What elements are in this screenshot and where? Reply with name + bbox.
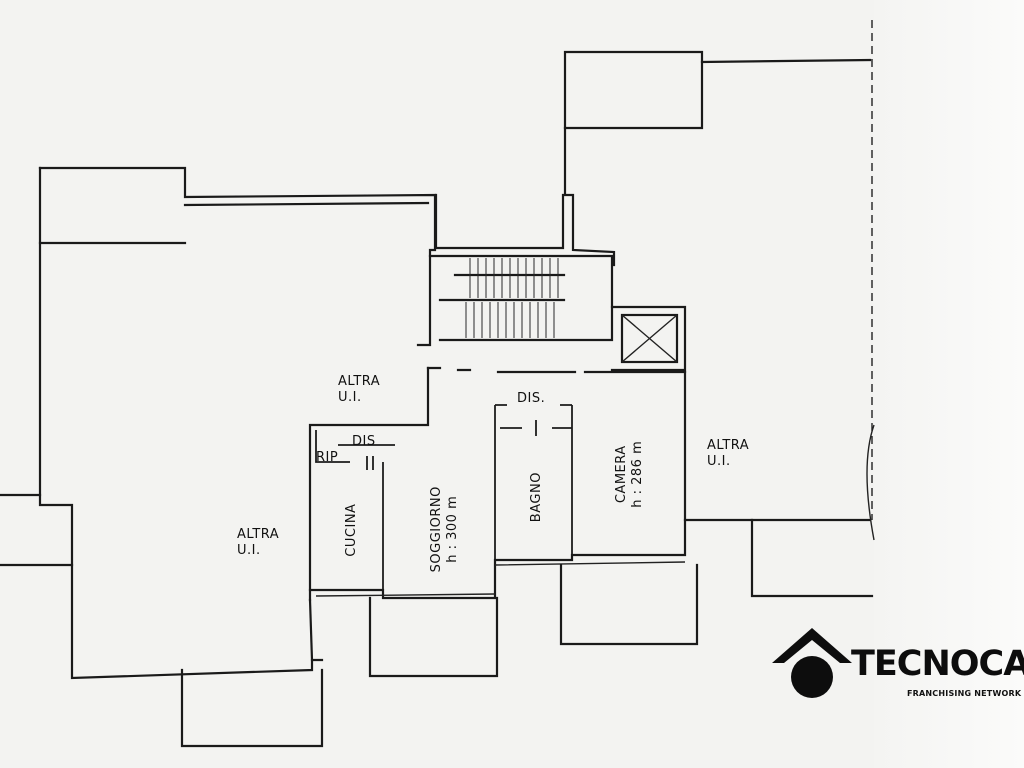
label-camera: CAMERA h : 286 m (614, 434, 647, 514)
left-wing-outline (38, 166, 437, 347)
bottom-facade-left (308, 598, 314, 662)
label-cucina: CUCINA (343, 503, 359, 557)
stair-treads (465, 258, 559, 338)
rip-wall (315, 430, 350, 463)
landing-left-wall (308, 366, 430, 602)
door-swing-marks (366, 420, 537, 470)
balcony-soggiorno (368, 596, 499, 678)
balcony-camera (559, 563, 699, 646)
top-right-wall (563, 126, 616, 267)
soggiorno-height: h : 300 m (445, 495, 460, 563)
altra-center-line1: ALTRA (338, 374, 381, 389)
left-outer-wall (38, 241, 324, 680)
altra-right-line1: ALTRA (707, 438, 750, 453)
soggiorno-name: SOGGIORNO (428, 486, 444, 573)
altra-left-line1: ALTRA (237, 527, 280, 542)
bottom-left-balcony (180, 668, 324, 748)
label-altra-center: ALTRA U.I. (338, 374, 380, 407)
edge-curve (866, 424, 875, 541)
label-altra-left: ALTRA U.I. (237, 527, 279, 560)
label-soggiorno: SOGGIORNO h : 300 m (429, 474, 462, 584)
camera-height: h : 286 m (630, 440, 645, 508)
top-right-box (563, 50, 704, 130)
label-altra-right: ALTRA U.I. (707, 438, 749, 471)
tecnocasa-house-icon (772, 628, 852, 698)
top-roof-line (700, 58, 872, 64)
label-bagno: BAGNO (528, 472, 544, 523)
stair-block (428, 254, 614, 342)
tecnocasa-logo-text: TECNOCASA (851, 644, 1024, 684)
label-dis-small: DIS (352, 434, 376, 449)
tecnocasa-tagline: FRANCHISING NETWORK (907, 689, 1022, 698)
altra-right-line2: U.I. (707, 454, 731, 470)
landing-wall (426, 366, 687, 374)
label-rip: RIP (316, 450, 339, 465)
top-center-box (434, 193, 565, 250)
bottom-facade (308, 518, 687, 600)
scan-margin (874, 0, 1024, 768)
altra-left-line2: U.I. (237, 543, 261, 559)
label-dis-top: DIS. (517, 391, 546, 406)
left-top-inner-wall (183, 201, 430, 207)
bottom-facade-inner (315, 561, 686, 597)
elevator-cross (621, 314, 678, 363)
left-balcony-box (38, 166, 187, 245)
altra-center-line2: U.I. (338, 390, 362, 406)
elevator-cab (620, 313, 679, 364)
elevator-shaft-outer (610, 305, 687, 372)
camera-name: CAMERA (613, 445, 629, 504)
right-lower-box (750, 518, 874, 598)
